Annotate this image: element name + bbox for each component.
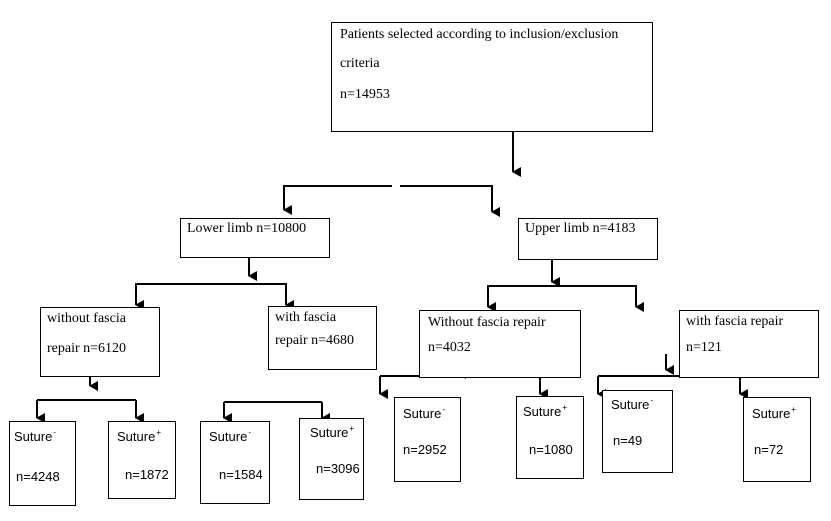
root-line2: criteria xyxy=(340,56,380,71)
upper-with-fascia-node: with fascia repair n=121 xyxy=(679,310,819,378)
upper-without-fascia-line1: Without fascia repair xyxy=(428,315,546,330)
root-line1: Patients selected according to inclusion… xyxy=(340,27,619,42)
leaf-7-label: Suture xyxy=(611,397,650,412)
level1-bracket-right xyxy=(400,185,500,217)
lower-bracket xyxy=(135,283,287,304)
leaf-5-label: Suture xyxy=(403,406,442,421)
upper-bracket xyxy=(487,285,637,306)
lower-with-fascia-line1: with fascia xyxy=(275,310,337,325)
leaf-5-sign: - xyxy=(442,405,445,414)
leaf-3-count: n=1584 xyxy=(219,467,263,482)
upper-with-fascia-line1: with fascia repair xyxy=(686,314,784,329)
leaf-2-sign: + xyxy=(156,428,161,437)
lower-without-fascia-line2: repair n=6120 xyxy=(47,341,127,356)
leaf-1-label: Suture xyxy=(14,429,53,444)
leaf-8-count: n=72 xyxy=(754,442,784,457)
leaf-3-sign: - xyxy=(248,428,251,437)
leaf-5-count: n=2952 xyxy=(403,442,447,457)
upper-limb-label: Upper limb n=4183 xyxy=(525,221,636,236)
leaf-suture-minus-1: Suture- n=4248 xyxy=(9,421,76,506)
leaf-suture-plus-8: Suture+ n=72 xyxy=(743,397,811,482)
leaf-7-sign: - xyxy=(650,396,653,405)
leaf-6-sign: + xyxy=(562,403,567,412)
upper-with-fascia-line2: n=121 xyxy=(686,340,722,355)
leaf-2-label: Suture xyxy=(117,429,156,444)
lower-with-fascia-node: with fascia repair n=4680 xyxy=(268,306,377,370)
lower-limb-label: Lower limb n=10800 xyxy=(187,221,307,236)
leaf-suture-plus-4: Suture+ n=3096 xyxy=(299,418,364,500)
leaf-suture-minus-3: Suture- n=1584 xyxy=(200,421,270,504)
lower-without-fascia-line1: without fascia xyxy=(47,311,126,326)
leaf-6-label: Suture xyxy=(523,404,562,419)
leaf-6-count: n=1080 xyxy=(529,442,573,457)
level1-bracket-left xyxy=(283,185,392,208)
upper-without-fascia-line2: n=4032 xyxy=(428,340,471,355)
lower-without-fascia-node: without fascia repair n=6120 xyxy=(40,307,160,377)
root-count: n=14953 xyxy=(340,87,390,102)
leaf-1-sign: - xyxy=(53,428,56,437)
leaf-suture-plus-2: Suture+ n=1872 xyxy=(108,421,176,499)
lower-with-fascia-line2: repair n=4680 xyxy=(275,333,355,348)
leaf-4-count: n=3096 xyxy=(316,461,360,476)
leaf-3-label: Suture xyxy=(209,429,248,444)
leaf-8-label: Suture xyxy=(752,406,791,421)
leaf-1-count: n=4248 xyxy=(16,469,60,484)
lower-limb-node: Lower limb n=10800 xyxy=(180,218,330,258)
leaf-7-count: n=49 xyxy=(613,433,643,448)
root-node: Patients selected according to inclusion… xyxy=(331,22,653,132)
leaf-8-sign: + xyxy=(791,405,796,414)
leaf-suture-plus-6: Suture+ n=1080 xyxy=(516,396,584,479)
upper-without-fascia-node: Without fascia repair n=4032 xyxy=(419,310,581,378)
leaf-4-sign: + xyxy=(349,424,354,433)
leaf-suture-minus-7: Suture- n=49 xyxy=(602,390,673,473)
upper-limb-node: Upper limb n=4183 xyxy=(518,218,658,260)
leaf-2-count: n=1872 xyxy=(125,467,169,482)
leaf-4-label: Suture xyxy=(310,425,349,440)
leaf-suture-minus-5: Suture- n=2952 xyxy=(394,397,461,482)
